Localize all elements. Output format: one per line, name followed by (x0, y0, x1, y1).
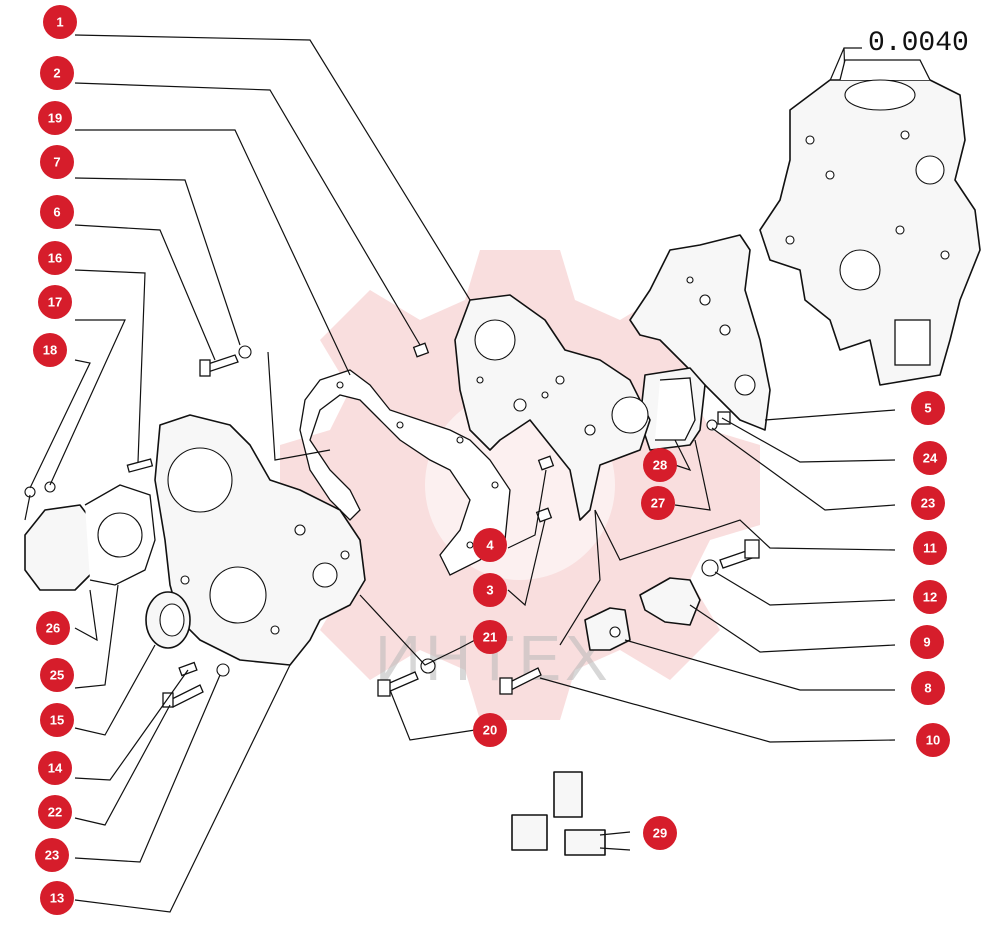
callout-badge: 8 (911, 671, 945, 705)
callout-label: 8 (924, 681, 931, 696)
callout-badge: 5 (911, 391, 945, 425)
callout-badge: 18 (33, 333, 67, 367)
fasteners (24, 342, 760, 708)
callout-label: 9 (923, 635, 930, 650)
rear-plate (629, 234, 771, 431)
callout-badge: 15 (40, 703, 74, 737)
callout-label: 13 (50, 891, 64, 906)
intermediate-plate (454, 294, 651, 521)
callout-badge: 23 (911, 486, 945, 520)
callout-label: 10 (926, 733, 940, 748)
callout-label: 1 (56, 15, 63, 30)
callout-badge: 10 (916, 723, 950, 757)
callout-badge: 19 (38, 101, 72, 135)
callout-label: 16 (48, 251, 62, 266)
callout-label: 19 (48, 111, 62, 126)
callout-badge: 14 (38, 751, 72, 785)
callout-label: 15 (50, 713, 64, 728)
callout-badge: 9 (910, 625, 944, 659)
side-cover (24, 484, 156, 591)
callout-label: 24 (923, 451, 938, 466)
callout-label: 23 (45, 848, 59, 863)
callout-badge: 25 (40, 658, 74, 692)
callout-label: 7 (53, 155, 60, 170)
callout-badge: 11 (913, 531, 947, 565)
gasket-rings (639, 367, 706, 451)
callout-badge: 24 (913, 441, 947, 475)
callout-badge: 21 (473, 620, 507, 654)
engine-block (759, 59, 981, 386)
callout-label: 14 (48, 761, 63, 776)
callout-label: 3 (486, 583, 493, 598)
callout-badge: 27 (641, 486, 675, 520)
callout-badge: 2 (40, 56, 74, 90)
callout-badge: 29 (643, 816, 677, 850)
callout-badge: 3 (473, 573, 507, 607)
catalog-code: 0.0040 (868, 28, 969, 59)
callout-label: 25 (50, 668, 64, 683)
callout-badge: 13 (40, 881, 74, 915)
callout-badge: 26 (36, 611, 70, 645)
callout-label: 20 (483, 723, 497, 738)
callout-label: 26 (46, 621, 60, 636)
callout-badge: 4 (473, 528, 507, 562)
callout-label: 11 (923, 541, 937, 556)
cover-gasket (299, 369, 511, 576)
callout-badge: 22 (38, 795, 72, 829)
callout-label: 4 (486, 538, 494, 553)
oil-seal (145, 591, 191, 649)
callout-label: 12 (923, 590, 937, 605)
callout-badge: 7 (40, 145, 74, 179)
callout-badge: 28 (643, 448, 677, 482)
callout-label: 27 (651, 496, 665, 511)
timing-cover (154, 414, 366, 666)
callout-label: 29 (653, 826, 667, 841)
callout-badge: 23 (35, 838, 69, 872)
callout-label: 21 (483, 630, 497, 645)
callout-label: 23 (921, 496, 935, 511)
callout-badge: 16 (38, 241, 72, 275)
callout-badge: 17 (38, 285, 72, 319)
brackets (584, 577, 701, 651)
callout-label: 5 (924, 401, 931, 416)
callout-badge: 12 (913, 580, 947, 614)
callout-label: 28 (653, 458, 667, 473)
callout-label: 18 (43, 343, 57, 358)
callout-label: 17 (48, 295, 62, 310)
callout-label: 22 (48, 805, 62, 820)
callout-badge: 20 (473, 713, 507, 747)
tool-kit (511, 771, 631, 856)
callout-label: 6 (53, 205, 60, 220)
leader-lines (24, 34, 896, 913)
callout-badge: 1 (43, 5, 77, 39)
callout-label: 2 (53, 66, 60, 81)
callout-badge: 6 (40, 195, 74, 229)
